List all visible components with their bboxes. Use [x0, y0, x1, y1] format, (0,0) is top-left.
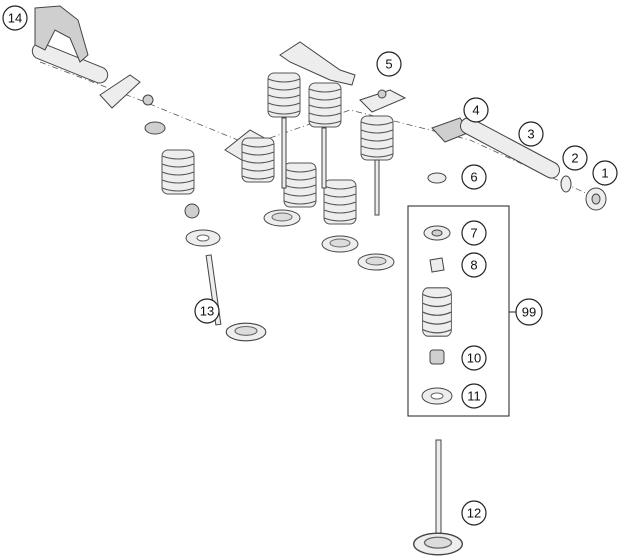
- svg-text:6: 6: [470, 170, 477, 185]
- callout-2: 2: [562, 145, 588, 171]
- svg-text:3: 3: [527, 127, 534, 142]
- valve-head-center-a: [263, 209, 301, 227]
- svg-text:2: 2: [571, 151, 578, 166]
- callout-8: 8: [461, 252, 487, 278]
- valve-keeper-part: [429, 257, 445, 273]
- valve-spring-top-b: [308, 82, 342, 128]
- spring-seat-part: [421, 387, 453, 405]
- valve-group-box: [407, 205, 510, 417]
- svg-text:14: 14: [8, 11, 22, 26]
- svg-text:12: 12: [467, 506, 481, 521]
- spring-retainer-part: [423, 225, 451, 241]
- callout-14: 14: [2, 5, 28, 31]
- rocker-shaft-left: [31, 42, 109, 84]
- svg-text:4: 4: [472, 103, 479, 118]
- svg-text:5: 5: [385, 57, 392, 72]
- washer-part: [560, 175, 572, 193]
- rocker-arm-right: [359, 89, 407, 113]
- svg-text:7: 7: [470, 226, 477, 241]
- callout-99: 99: [515, 298, 543, 326]
- bracket-part: [34, 5, 89, 63]
- rocker-shaft-right: [460, 117, 560, 179]
- svg-text:11: 11: [467, 389, 481, 404]
- valve-head-center-c: [357, 253, 395, 271]
- valve-stem-seal-left: [144, 121, 166, 135]
- valve-spring-center-a: [241, 137, 275, 183]
- rocker-arm-left: [99, 74, 154, 109]
- valve-seal-part: [429, 349, 445, 365]
- valve-head-center-b: [321, 235, 359, 253]
- callout-7: 7: [461, 220, 487, 246]
- valve-spring-center-c: [323, 179, 357, 225]
- spring-cap-left: [184, 203, 200, 219]
- callout-5: 5: [376, 51, 402, 77]
- valve-stems-top: [281, 117, 380, 216]
- valve-13: [205, 254, 267, 342]
- callout-10: 10: [461, 345, 487, 371]
- assembly-axis: [39, 61, 591, 196]
- valve-spring-top-a: [267, 72, 301, 118]
- svg-text:10: 10: [467, 351, 481, 366]
- callout-12: 12: [461, 500, 487, 526]
- svg-text:13: 13: [200, 304, 214, 319]
- callout-1: 1: [592, 160, 618, 186]
- svg-text:99: 99: [522, 305, 536, 320]
- callout-13: 13: [194, 298, 220, 324]
- spring-seat-left: [185, 229, 221, 247]
- callout-11: 11: [461, 383, 487, 409]
- callout-4: 4: [463, 97, 489, 123]
- valve-spring-part: [421, 287, 453, 337]
- valve-spring-left: [161, 149, 195, 195]
- valve-spring-center-b: [283, 162, 317, 208]
- svg-text:1: 1: [601, 166, 608, 181]
- valve-12: [413, 439, 463, 556]
- plug-part: [427, 172, 447, 184]
- callout-3: 3: [518, 121, 544, 147]
- rocker-arm-top: [279, 41, 356, 86]
- valve-spring-top-c: [360, 115, 394, 161]
- end-cap-part: [585, 187, 607, 211]
- svg-text:8: 8: [470, 258, 477, 273]
- callout-6: 6: [461, 164, 487, 190]
